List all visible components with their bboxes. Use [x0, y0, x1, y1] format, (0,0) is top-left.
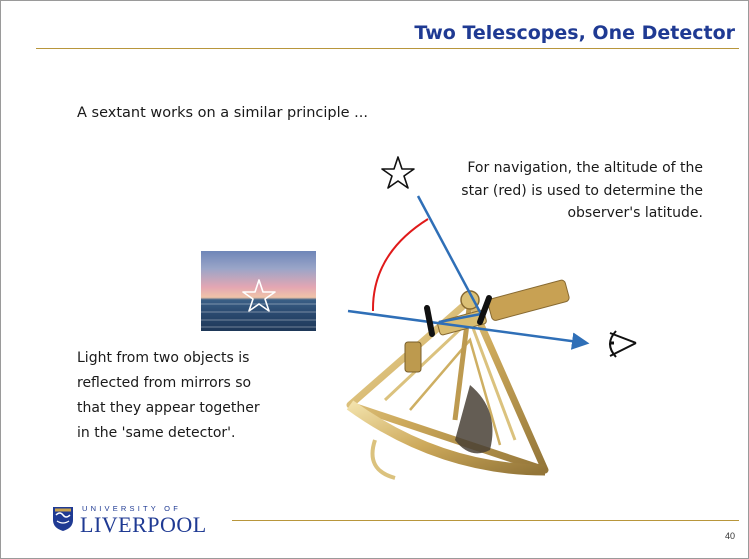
star-icon	[382, 157, 414, 188]
index-mirror	[480, 298, 489, 322]
sextant-illustration	[350, 279, 570, 478]
star-icon	[243, 280, 275, 311]
horizon-mirror	[427, 308, 432, 334]
page-number: 40	[725, 531, 735, 541]
eye-icon	[610, 331, 636, 357]
university-crest-icon	[52, 506, 74, 532]
university-logo: UNIVERSITY OF LIVERPOOL	[52, 504, 252, 544]
logo-name: LIVERPOOL	[80, 512, 207, 538]
star-ray	[418, 196, 481, 314]
footer-rule	[232, 520, 739, 521]
altitude-arc	[373, 219, 428, 311]
